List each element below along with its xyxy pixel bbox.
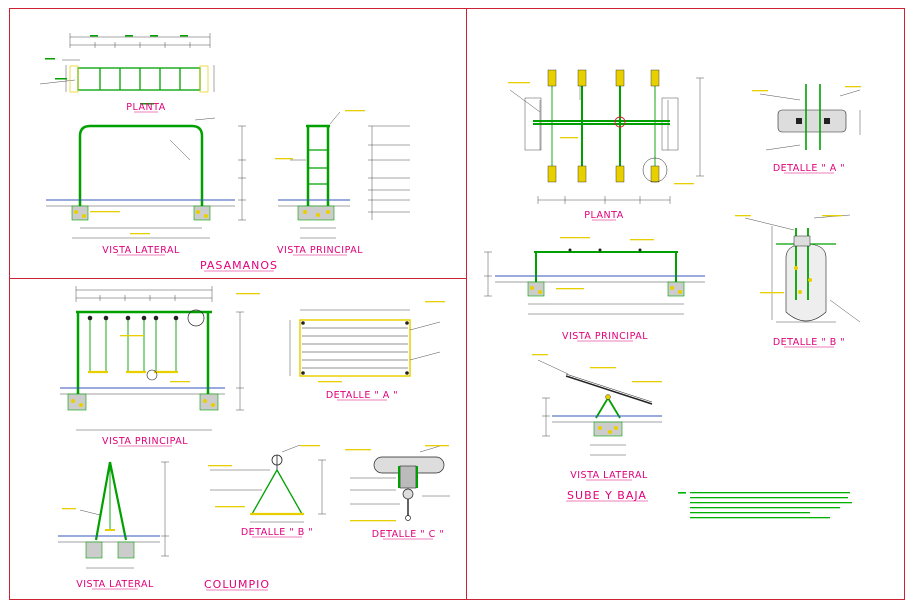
columpio-principal-title: VISTA PRINCIPAL <box>102 436 188 447</box>
columpio-section-title: COLUMPIO <box>204 578 270 591</box>
columpio-detalle-b: DETALLE " B " <box>208 444 326 538</box>
sube-baja-vista-lateral: VISTA LATERAL <box>532 354 662 481</box>
sube-baja-planta-title: PLANTA <box>584 210 623 221</box>
sube-baja-section-title: SUBE Y BAJA <box>567 489 647 502</box>
pasamanos-vista-lateral: VISTA LATERAL <box>46 117 246 256</box>
columpio-detalle-c: DETALLE " C " <box>345 445 450 540</box>
sube-baja-principal-title: VISTA PRINCIPAL <box>562 331 648 342</box>
sube-baja-detalle-a: DETALLE " A " <box>752 84 861 174</box>
columpio-detalle-c-title: DETALLE " C " <box>372 529 444 540</box>
columpio-detalle-b-title: DETALLE " B " <box>241 527 313 538</box>
sube-baja-lateral-title: VISTA LATERAL <box>570 470 648 481</box>
sube-baja-detalle-b-title: DETALLE " B " <box>773 337 845 348</box>
sube-baja-detalle-a-title: DETALLE " A " <box>773 163 845 174</box>
sube-baja-vista-principal: VISTA PRINCIPAL <box>484 237 705 342</box>
general-notes-block <box>678 492 852 519</box>
columpio-detalle-a-title: DETALLE " A " <box>326 390 398 401</box>
pasamanos-section-title: PASAMANOS <box>200 259 278 272</box>
columpio-vista-lateral: VISTA LATERAL <box>58 461 169 590</box>
sheet-frame <box>9 8 905 600</box>
columpio-lateral-title: VISTA LATERAL <box>76 579 154 590</box>
pasamanos-planta: PLANTA <box>39 33 215 113</box>
sube-baja-detalle-b: DETALLE " B " <box>735 214 861 348</box>
pasamanos-lateral-title: VISTA LATERAL <box>102 245 180 256</box>
pasamanos-vista-principal: VISTA PRINCIPAL <box>275 110 410 256</box>
sube-baja-planta: PLANTA <box>508 69 704 221</box>
pasamanos-planta-title: PLANTA <box>126 102 165 113</box>
pasamanos-principal-title: VISTA PRINCIPAL <box>277 245 363 256</box>
columpio-vista-principal: VISTA PRINCIPAL <box>60 286 260 447</box>
columpio-detalle-a: DETALLE " A " <box>289 301 445 401</box>
